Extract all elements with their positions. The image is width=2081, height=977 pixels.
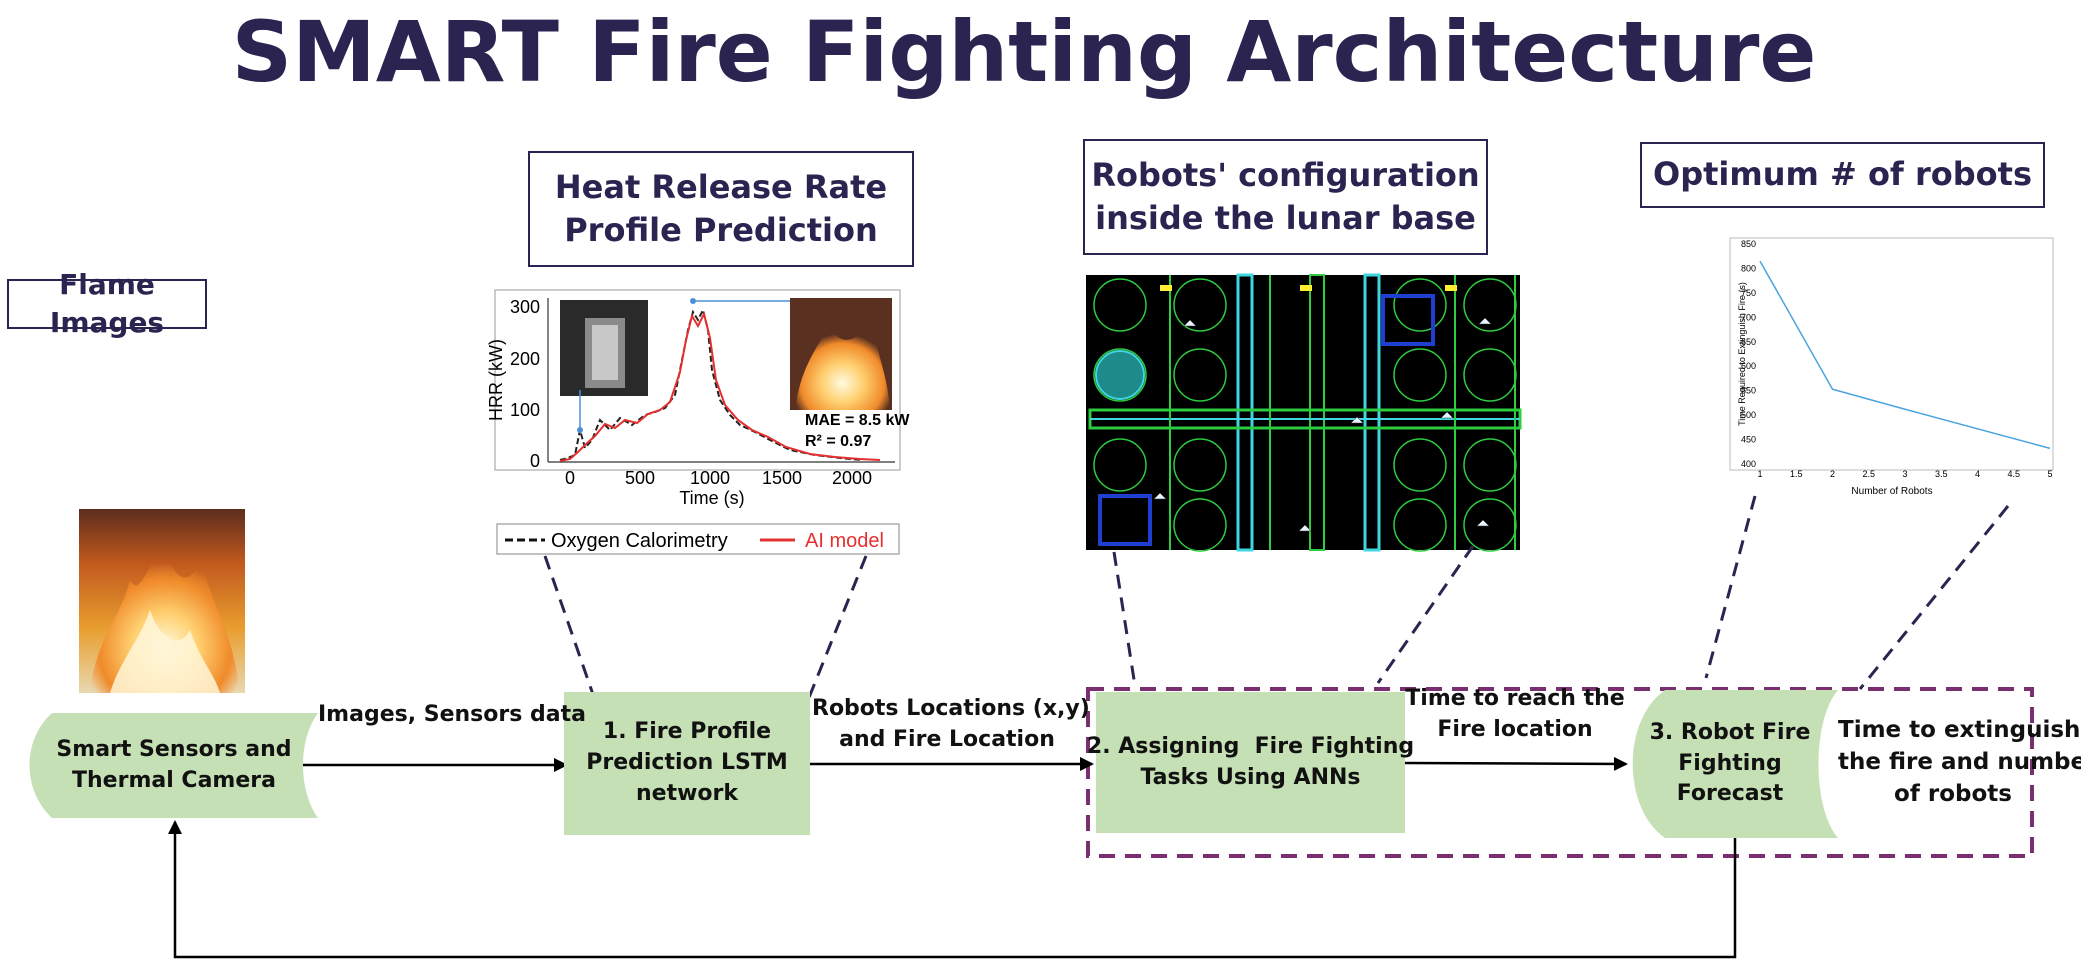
- ann-line1: 2. Assigning Fire Fighting: [1086, 733, 1415, 759]
- sensors-line2: Thermal Camera: [72, 767, 276, 793]
- robots-xtick-5: 5: [2047, 469, 2052, 479]
- flame-images-label: Flame Images: [7, 268, 207, 339]
- robots-xlabel: Number of Robots: [1851, 486, 1932, 497]
- optimum-robots-label: Optimum # of robots: [1640, 142, 2045, 208]
- legend-ai-label: AI model: [805, 530, 884, 552]
- hrr-xlabel: Time (s): [679, 488, 744, 508]
- robots-label-line1: Robots' configuration: [1091, 155, 1480, 194]
- lstm-line2: Prediction LSTM: [586, 750, 788, 776]
- hrr-label-line1: Heat Release Rate: [554, 167, 888, 206]
- extinguish-output: Time to extinguish the fire and number o…: [1838, 714, 2081, 811]
- extinguish-line2: the fire and number: [1838, 749, 2081, 776]
- edge-label-robot-locations: Robots Locations (x,y) and Fire Location: [812, 694, 1090, 756]
- leader-lines: [543, 495, 2010, 707]
- lunar-base-map: [1086, 273, 1522, 552]
- robots-xtick-3: 3: [1902, 469, 1907, 479]
- lstm-line3: network: [635, 780, 739, 806]
- hrr-xtick-500: 500: [625, 468, 655, 488]
- edge-label-time-reach: Time to reach the Fire location: [1405, 684, 1625, 746]
- hrr-legend: Oxygen Calorimetry AI model: [496, 523, 900, 555]
- lstm-node: 1. Fire Profile Prediction LSTM network: [564, 692, 810, 835]
- robots-ytick-850: 850: [1741, 239, 1756, 249]
- hrr-ytick-100: 100: [510, 400, 540, 420]
- hrr-ytick-0: 0: [530, 451, 540, 471]
- forecast-line1: 3. Robot Fire: [1649, 719, 1811, 745]
- forecast-line3: Forecast: [1676, 781, 1784, 807]
- hrr-xtick-2000: 2000: [832, 468, 872, 488]
- robots-xtick-3.5: 3.5: [1935, 469, 1948, 479]
- legend-oxygen-label: Oxygen Calorimetry: [551, 530, 728, 552]
- hrr-mae-annotation: MAE = 8.5 kW: [805, 412, 910, 429]
- robots-ylabel: Time Required to Extinguish Fire (s): [1737, 282, 1747, 426]
- robots-label-line2: inside the lunar base: [1095, 199, 1476, 237]
- edge-label-images-sensors: Images, Sensors data: [318, 702, 586, 727]
- forecast-line2: Fighting: [1678, 750, 1782, 776]
- robots-ytick-500: 500: [1741, 410, 1756, 420]
- forecast-node-shape: [1632, 690, 1838, 838]
- hrr-oxygen-curve: [559, 307, 863, 461]
- hrr-r2-annotation: R² = 0.97: [805, 433, 871, 450]
- robots-ytick-750: 750: [1741, 288, 1756, 298]
- hrr-ylabel: HRR (kW): [486, 339, 506, 421]
- robots-xtick-4.5: 4.5: [2007, 469, 2020, 479]
- hrr-xtick-1500: 1500: [762, 468, 802, 488]
- flame-photo: [79, 509, 245, 693]
- hrr-peak-dot: [690, 298, 696, 304]
- page-title: SMART Fire Fighting Architecture: [231, 3, 1817, 101]
- lstm-line1: 1. Fire Profile: [602, 719, 772, 745]
- robot-loc-line2: and Fire Location: [839, 726, 1055, 752]
- robots-series-line: [1759, 260, 2051, 450]
- extinguish-line3: of robots: [1894, 781, 2012, 808]
- robots-xtick-4: 4: [1975, 469, 1980, 479]
- robot-tasks-group: [1086, 687, 2034, 858]
- extinguish-line1: Time to extinguish: [1838, 717, 2081, 743]
- hrr-ai-curve: [559, 311, 881, 462]
- hrr-chart: 300 200 100 0 0 500 1000 1500 2000 Time …: [486, 289, 910, 508]
- hrr-early-dot: [577, 427, 583, 433]
- forecast-node: 3. Robot Fire Fighting Forecast: [1630, 690, 1830, 838]
- robots-plot-area: [1729, 237, 2054, 471]
- robot-loc-line1: Robots Locations (x,y): [812, 696, 1090, 721]
- fire-location-marker: [1095, 350, 1145, 400]
- robots-ytick-650: 650: [1741, 337, 1756, 347]
- robots-ytick-800: 800: [1741, 263, 1756, 273]
- hrr-prediction-label: Heat Release Rate Profile Prediction: [528, 151, 914, 267]
- hrr-xtick-1000: 1000: [690, 468, 730, 488]
- flame-images-text: Flame Images: [49, 268, 165, 339]
- ann-node: 2. Assigning Fire Fighting Tasks Using A…: [1087, 692, 1414, 833]
- optimum-label-text: Optimum # of robots: [1653, 155, 2032, 194]
- robots-ytick-450: 450: [1741, 435, 1756, 445]
- robots-ytick-550: 550: [1741, 386, 1756, 396]
- hrr-ytick-300: 300: [510, 297, 540, 317]
- sensors-line1: Smart Sensors and: [56, 736, 292, 762]
- ann-line2: Tasks Using ANNs: [1140, 764, 1361, 790]
- hrr-ytick-200: 200: [510, 349, 540, 369]
- time-reach-line2: Fire location: [1437, 716, 1593, 742]
- flow-arrows: [168, 756, 1737, 959]
- sensors-node-shape: [29, 713, 318, 818]
- hrr-inset-before: [560, 300, 648, 396]
- robots-chart: 400 450 500 550 600 650 700 750 800 850 1 1.5 2 2.5 3…: [1729, 237, 2054, 497]
- hrr-inset-after: [790, 298, 892, 410]
- robots-xtick-2: 2: [1830, 469, 1835, 479]
- robots-xtick-1.5: 1.5: [1790, 469, 1803, 479]
- robots-ytick-700: 700: [1741, 312, 1756, 322]
- sensors-node: Smart Sensors and Thermal Camera: [40, 713, 308, 818]
- robots-xtick-2.5: 2.5: [1862, 469, 1875, 479]
- time-reach-line1: Time to reach the: [1405, 686, 1625, 711]
- hrr-xtick-0: 0: [565, 468, 575, 488]
- robots-ytick-400: 400: [1741, 459, 1756, 469]
- robots-ytick-600: 600: [1741, 361, 1756, 371]
- robots-xtick-1: 1: [1757, 469, 1762, 479]
- hrr-label-line2: Profile Prediction: [564, 211, 878, 249]
- robots-config-label: Robots' configuration inside the lunar b…: [1083, 139, 1488, 255]
